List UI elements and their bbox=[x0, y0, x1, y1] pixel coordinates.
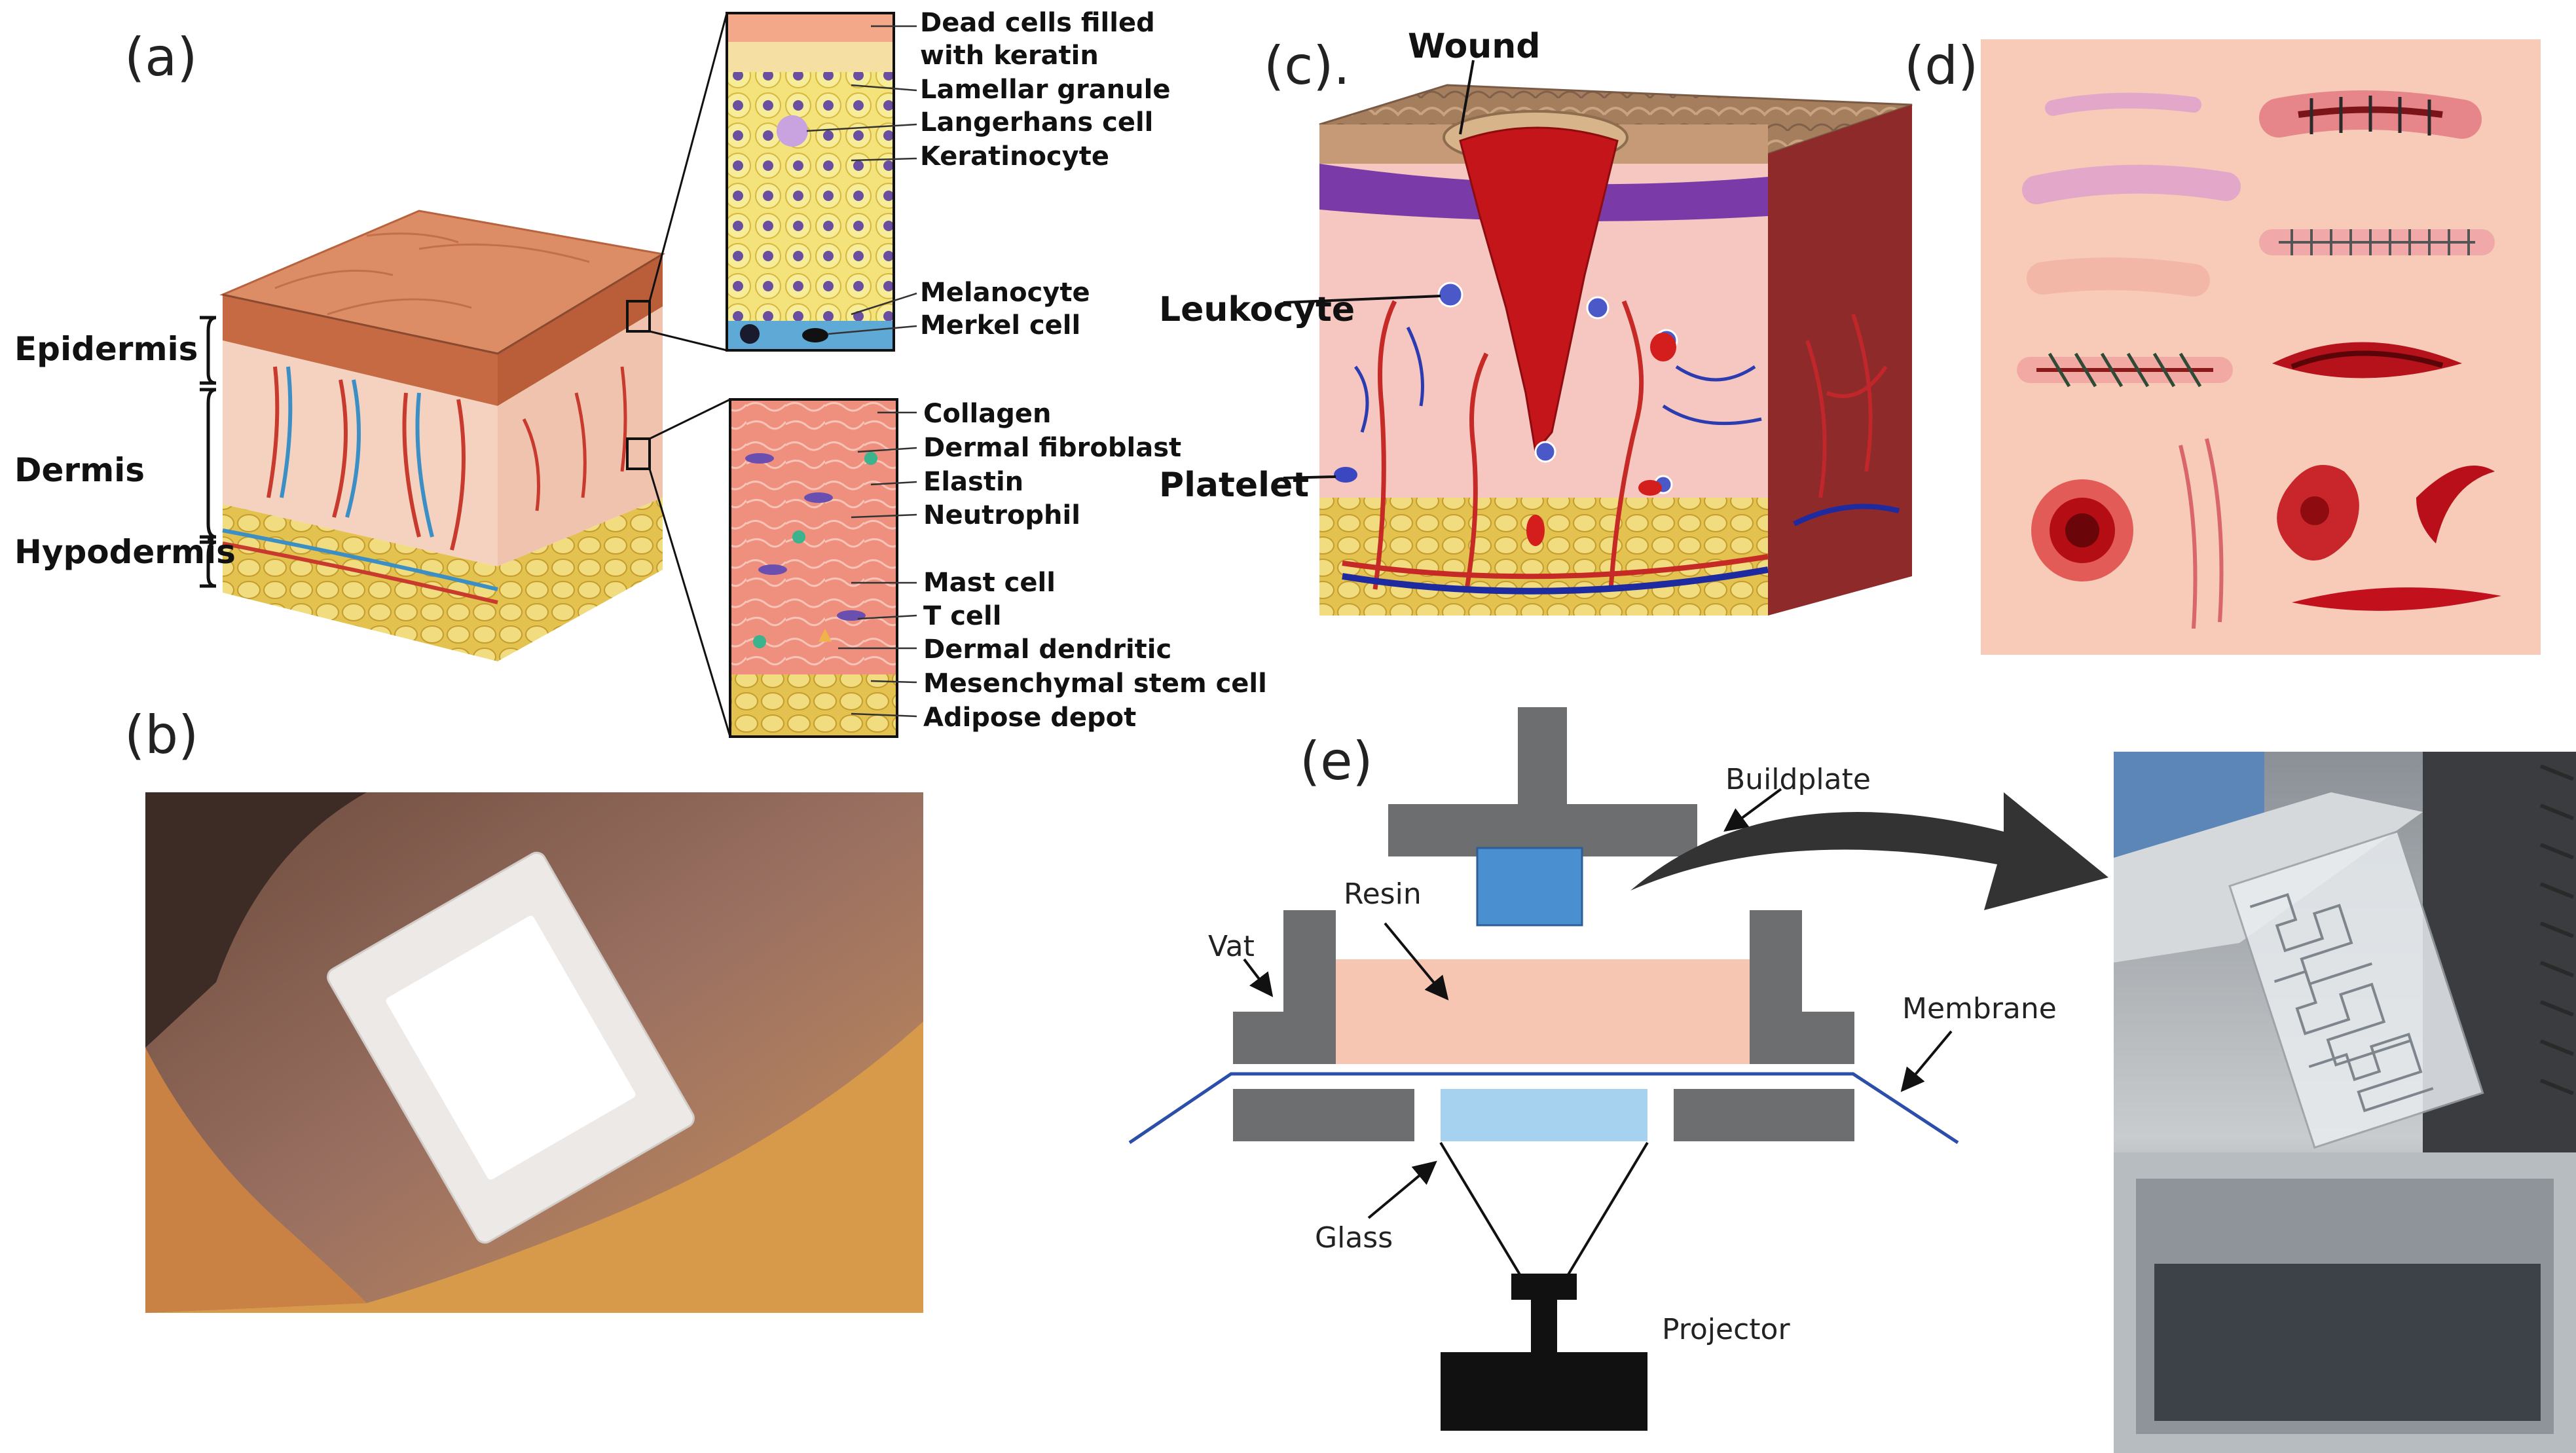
printed-part bbox=[1476, 847, 1583, 927]
layer-label-dermis: Dermis bbox=[14, 451, 145, 489]
glass-window bbox=[1441, 1089, 1647, 1141]
arrow-icon bbox=[1723, 788, 1782, 832]
arrow-icon bbox=[1900, 1030, 1953, 1092]
dermis-zoom-inset bbox=[648, 398, 898, 738]
base-left bbox=[1233, 1089, 1414, 1141]
label-projector: Projector bbox=[1662, 1313, 1790, 1346]
bandaged-arm-photo bbox=[145, 792, 923, 1313]
projector-body bbox=[1441, 1352, 1647, 1431]
vat-left-wall bbox=[1233, 910, 1339, 1064]
layer-label-epidermis: Epidermis bbox=[14, 330, 198, 368]
callout-merkel-cell: Merkel cell bbox=[920, 310, 1080, 340]
callout-dead-cells: Dead cells filled bbox=[920, 8, 1155, 38]
callout-t-cell: T cell bbox=[923, 601, 1001, 631]
callout-line-platelet bbox=[1283, 475, 1336, 479]
dermis-callouts: Collagen Dermal fibroblast Elastin Neutr… bbox=[923, 399, 1267, 733]
projection-beam-right bbox=[1562, 1141, 1649, 1283]
panel-e: (e) Bu bbox=[1128, 707, 2576, 1453]
wound-cross-section bbox=[1319, 84, 1913, 616]
projection-beam-left bbox=[1439, 1141, 1526, 1283]
panel-c: (c). bbox=[1159, 27, 1913, 616]
callout-mast-cell: Mast cell bbox=[923, 568, 1056, 598]
scar-illustrations bbox=[2022, 92, 2241, 297]
callout-keratinocyte: Keratinocyte bbox=[920, 141, 1109, 172]
label-vat: Vat bbox=[1208, 930, 1255, 963]
sutured-wounds bbox=[2017, 90, 2495, 388]
arrow-icon bbox=[1367, 1160, 1437, 1219]
vat-right-wall bbox=[1750, 910, 1854, 1064]
callout-adipose-depot: Adipose depot bbox=[923, 703, 1136, 733]
callout-langerhans-cell: Langerhans cell bbox=[920, 107, 1153, 138]
callout-melanocyte: Melanocyte bbox=[920, 278, 1090, 308]
dlp-printer-schematic bbox=[1128, 707, 1959, 1431]
projector-neck bbox=[1531, 1300, 1557, 1352]
callout-dermal-fibroblast: Dermal fibroblast bbox=[923, 433, 1181, 463]
panel-label-b: (b) bbox=[124, 705, 198, 765]
adhesive-dressing bbox=[327, 851, 695, 1244]
label-resin: Resin bbox=[1344, 877, 1422, 911]
base-right bbox=[1674, 1089, 1854, 1141]
panel-label-a: (a) bbox=[124, 27, 197, 88]
callout-dead-cells-line2: with keratin bbox=[920, 41, 1099, 71]
callout-line-wound bbox=[1459, 60, 1475, 135]
epidermis-callouts: Dead cells filled with keratin Lamellar … bbox=[920, 8, 1171, 340]
label-membrane: Membrane bbox=[1902, 992, 2057, 1025]
dermis-callout-lines bbox=[838, 411, 917, 718]
curved-arrow-icon bbox=[1630, 792, 2108, 910]
callout-dermal-dendritic: Dermal dendritic bbox=[923, 635, 1171, 665]
epidermis-zoom-inset bbox=[648, 12, 895, 352]
panel-label-e: (e) bbox=[1300, 731, 1373, 792]
panel-a: (a) bbox=[14, 8, 1267, 738]
open-wounds bbox=[2031, 342, 2501, 629]
printed-scaffold-photo bbox=[2114, 752, 2576, 1453]
projector-lens bbox=[1511, 1274, 1577, 1300]
callout-elastin: Elastin bbox=[923, 467, 1023, 497]
panel-d: (d) bbox=[1904, 35, 2541, 655]
callout-line-leukocyte bbox=[1283, 295, 1441, 304]
arrow-icon bbox=[1243, 958, 1274, 997]
label-buildplate: Buildplate bbox=[1725, 763, 1871, 796]
membrane-line bbox=[1128, 1072, 1959, 1145]
label-glass: Glass bbox=[1315, 1221, 1393, 1255]
arrow-icon bbox=[1384, 922, 1449, 1001]
skin-cube-illustration bbox=[219, 210, 666, 661]
callout-collagen: Collagen bbox=[923, 399, 1052, 429]
panel-b: (b) bbox=[124, 705, 923, 1313]
callout-wound: Wound bbox=[1408, 27, 1541, 66]
callout-lamellar-granule: Lamellar granule bbox=[920, 75, 1171, 105]
callout-neutrophil: Neutrophil bbox=[923, 500, 1080, 530]
layer-brackets bbox=[200, 316, 217, 588]
callout-mesenchymal-stem-cell: Mesenchymal stem cell bbox=[923, 669, 1267, 699]
layer-label-hypodermis: Hypodermis bbox=[14, 533, 236, 571]
panel-label-d: (d) bbox=[1904, 35, 1978, 96]
panel-label-c: (c). bbox=[1264, 35, 1350, 96]
buildplate-shaft bbox=[1518, 707, 1567, 805]
epidermis-callout-lines bbox=[806, 25, 917, 335]
callout-leukocyte: Leukocyte bbox=[1159, 290, 1355, 329]
resin-pool bbox=[1336, 959, 1750, 1064]
callout-platelet: Platelet bbox=[1159, 466, 1309, 505]
